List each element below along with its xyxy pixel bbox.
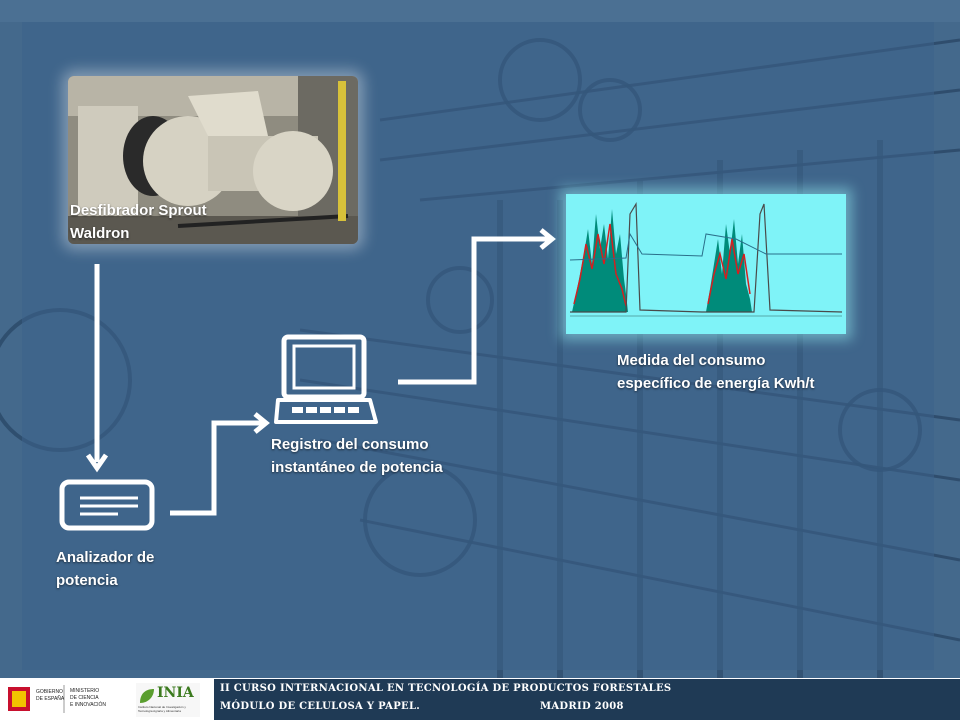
chart-baseline [570, 201, 843, 313]
label-registro: Registro del consumo instantáneo de pote… [271, 433, 443, 479]
chart-peak-1 [572, 209, 628, 312]
logo-inia-text: INIA [157, 685, 194, 701]
logo-min-line1: MINISTERIO [70, 688, 100, 694]
footer-location-date: MADRID 2008 [540, 701, 624, 712]
logo-inia: INIA Instituto Nacional de Investigación… [136, 683, 200, 717]
label-registro-line2: instantáneo de potencia [271, 459, 443, 476]
logo-min-line3: E INNOVACIÓN [70, 702, 107, 708]
label-registro-line1: Registro del consumo [271, 436, 429, 453]
footer-course-title: II CURSO INTERNACIONAL EN TECNOLOGÍA DE … [220, 683, 672, 694]
label-analizador: Analizador de potencia [56, 546, 154, 592]
label-desfibrador-line1: Desfibrador Sprout [70, 202, 207, 219]
logo-min-line2: DE CIENCIA [70, 695, 99, 701]
power-analyzer-icon [59, 479, 155, 531]
chart-blue-line [569, 232, 842, 261]
label-analizador-line1: Analizador de [56, 549, 155, 566]
label-desfibrador: Desfibrador Sprout Waldron [70, 199, 207, 245]
chart-peak-2 [706, 219, 752, 312]
logo-gob-line1: GOBIERNO [36, 689, 63, 695]
arrow-computer-to-chart [398, 228, 556, 385]
footer-text-bar: II CURSO INTERNACIONAL EN TECNOLOGÍA DE … [214, 679, 960, 720]
logo-gobierno-ministerio: GOBIERNO DE ESPAÑA MINISTERIO DE CIENCIA… [6, 683, 126, 715]
footer-module: MÓDULO DE CELULOSA Y PAPEL. [220, 701, 421, 712]
label-medida: Medida del consumo específico de energía… [617, 349, 815, 395]
logo-gob-line2: DE ESPAÑA [36, 696, 65, 702]
label-medida-line1: Medida del consumo [617, 352, 766, 369]
arrow-machine-to-analyzer [85, 264, 109, 473]
label-desfibrador-line2: Waldron [70, 225, 130, 242]
chart-red-line [573, 223, 627, 307]
computer-icon [274, 334, 378, 424]
logo-inia-subtext: Instituto Nacional de Investigación y Te… [138, 705, 186, 713]
label-medida-line2: específico de energía Kwh/t [617, 375, 815, 392]
energy-chart [566, 194, 846, 334]
leaf-icon [140, 689, 154, 703]
arrow-analyzer-to-computer [170, 412, 270, 516]
label-analizador-line2: potencia [56, 572, 118, 589]
machine-photo [68, 76, 358, 244]
